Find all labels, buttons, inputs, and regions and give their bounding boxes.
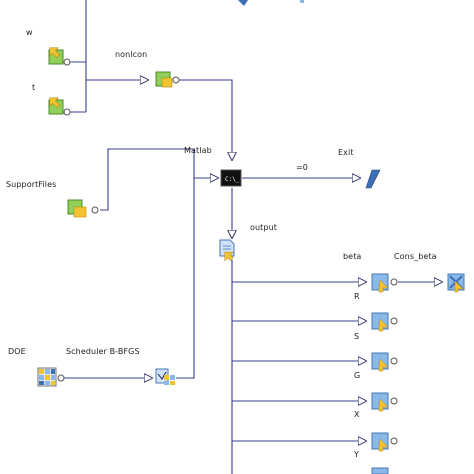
g-output-node[interactable] bbox=[371, 392, 398, 412]
exit-flag-icon bbox=[365, 169, 381, 189]
scheduler-icon bbox=[155, 368, 175, 385]
w-input-node[interactable] bbox=[46, 44, 71, 66]
output-icon bbox=[371, 312, 389, 332]
constraint-icon bbox=[447, 273, 465, 293]
exit-label: Exit bbox=[338, 148, 354, 157]
function-icon bbox=[155, 71, 173, 88]
output-icon bbox=[371, 392, 389, 412]
beta-output-node[interactable] bbox=[371, 273, 398, 293]
w-label: w bbox=[26, 28, 33, 37]
doe-label: DOE bbox=[8, 347, 26, 356]
supportfiles-node[interactable] bbox=[67, 199, 99, 218]
nonlcon-label: nonlcon bbox=[115, 50, 148, 59]
matlab-console-icon: C:\_ bbox=[220, 169, 242, 187]
x-label: X bbox=[354, 410, 360, 419]
scheduler-label: Scheduler B-BFGS bbox=[66, 347, 140, 356]
folder-icon bbox=[67, 199, 87, 218]
x-output-node[interactable] bbox=[371, 432, 398, 452]
r-output-node[interactable] bbox=[371, 312, 398, 332]
top-exit-shape-partial bbox=[238, 0, 304, 6]
exit-node[interactable] bbox=[365, 169, 381, 189]
g-label: G bbox=[354, 371, 361, 380]
beta-label: beta bbox=[343, 252, 362, 261]
scheduler-node[interactable] bbox=[155, 368, 175, 385]
svg-text:C:\_: C:\_ bbox=[225, 176, 240, 183]
input-icon bbox=[48, 47, 64, 65]
document-icon bbox=[219, 239, 235, 262]
y-label: Y bbox=[354, 450, 359, 459]
output-icon bbox=[371, 352, 389, 372]
input-icon bbox=[48, 97, 64, 115]
matlab-label: Matlab bbox=[184, 146, 212, 155]
output-node[interactable] bbox=[219, 239, 236, 263]
supportfiles-label: SupportFiles bbox=[6, 180, 57, 189]
grid-icon bbox=[37, 367, 57, 387]
output-icon bbox=[371, 467, 389, 474]
cons-beta-label: Cons_beta bbox=[394, 252, 437, 261]
output-icon bbox=[371, 432, 389, 452]
connector-lines bbox=[64, 0, 442, 474]
matlab-node[interactable]: C:\_ bbox=[220, 169, 242, 187]
output-label: output bbox=[250, 223, 277, 232]
exit-condition-label: =0 bbox=[296, 163, 308, 172]
cons-beta-node[interactable] bbox=[447, 273, 465, 293]
s-label: S bbox=[354, 332, 360, 341]
output-icon bbox=[371, 273, 389, 293]
doe-node[interactable] bbox=[37, 367, 65, 387]
t-label: t bbox=[32, 83, 36, 92]
y-output-node-partial[interactable] bbox=[371, 467, 389, 474]
t-input-node[interactable] bbox=[46, 94, 71, 116]
nonlcon-node[interactable] bbox=[155, 71, 180, 88]
r-label: R bbox=[354, 292, 360, 301]
s-output-node[interactable] bbox=[371, 352, 398, 372]
